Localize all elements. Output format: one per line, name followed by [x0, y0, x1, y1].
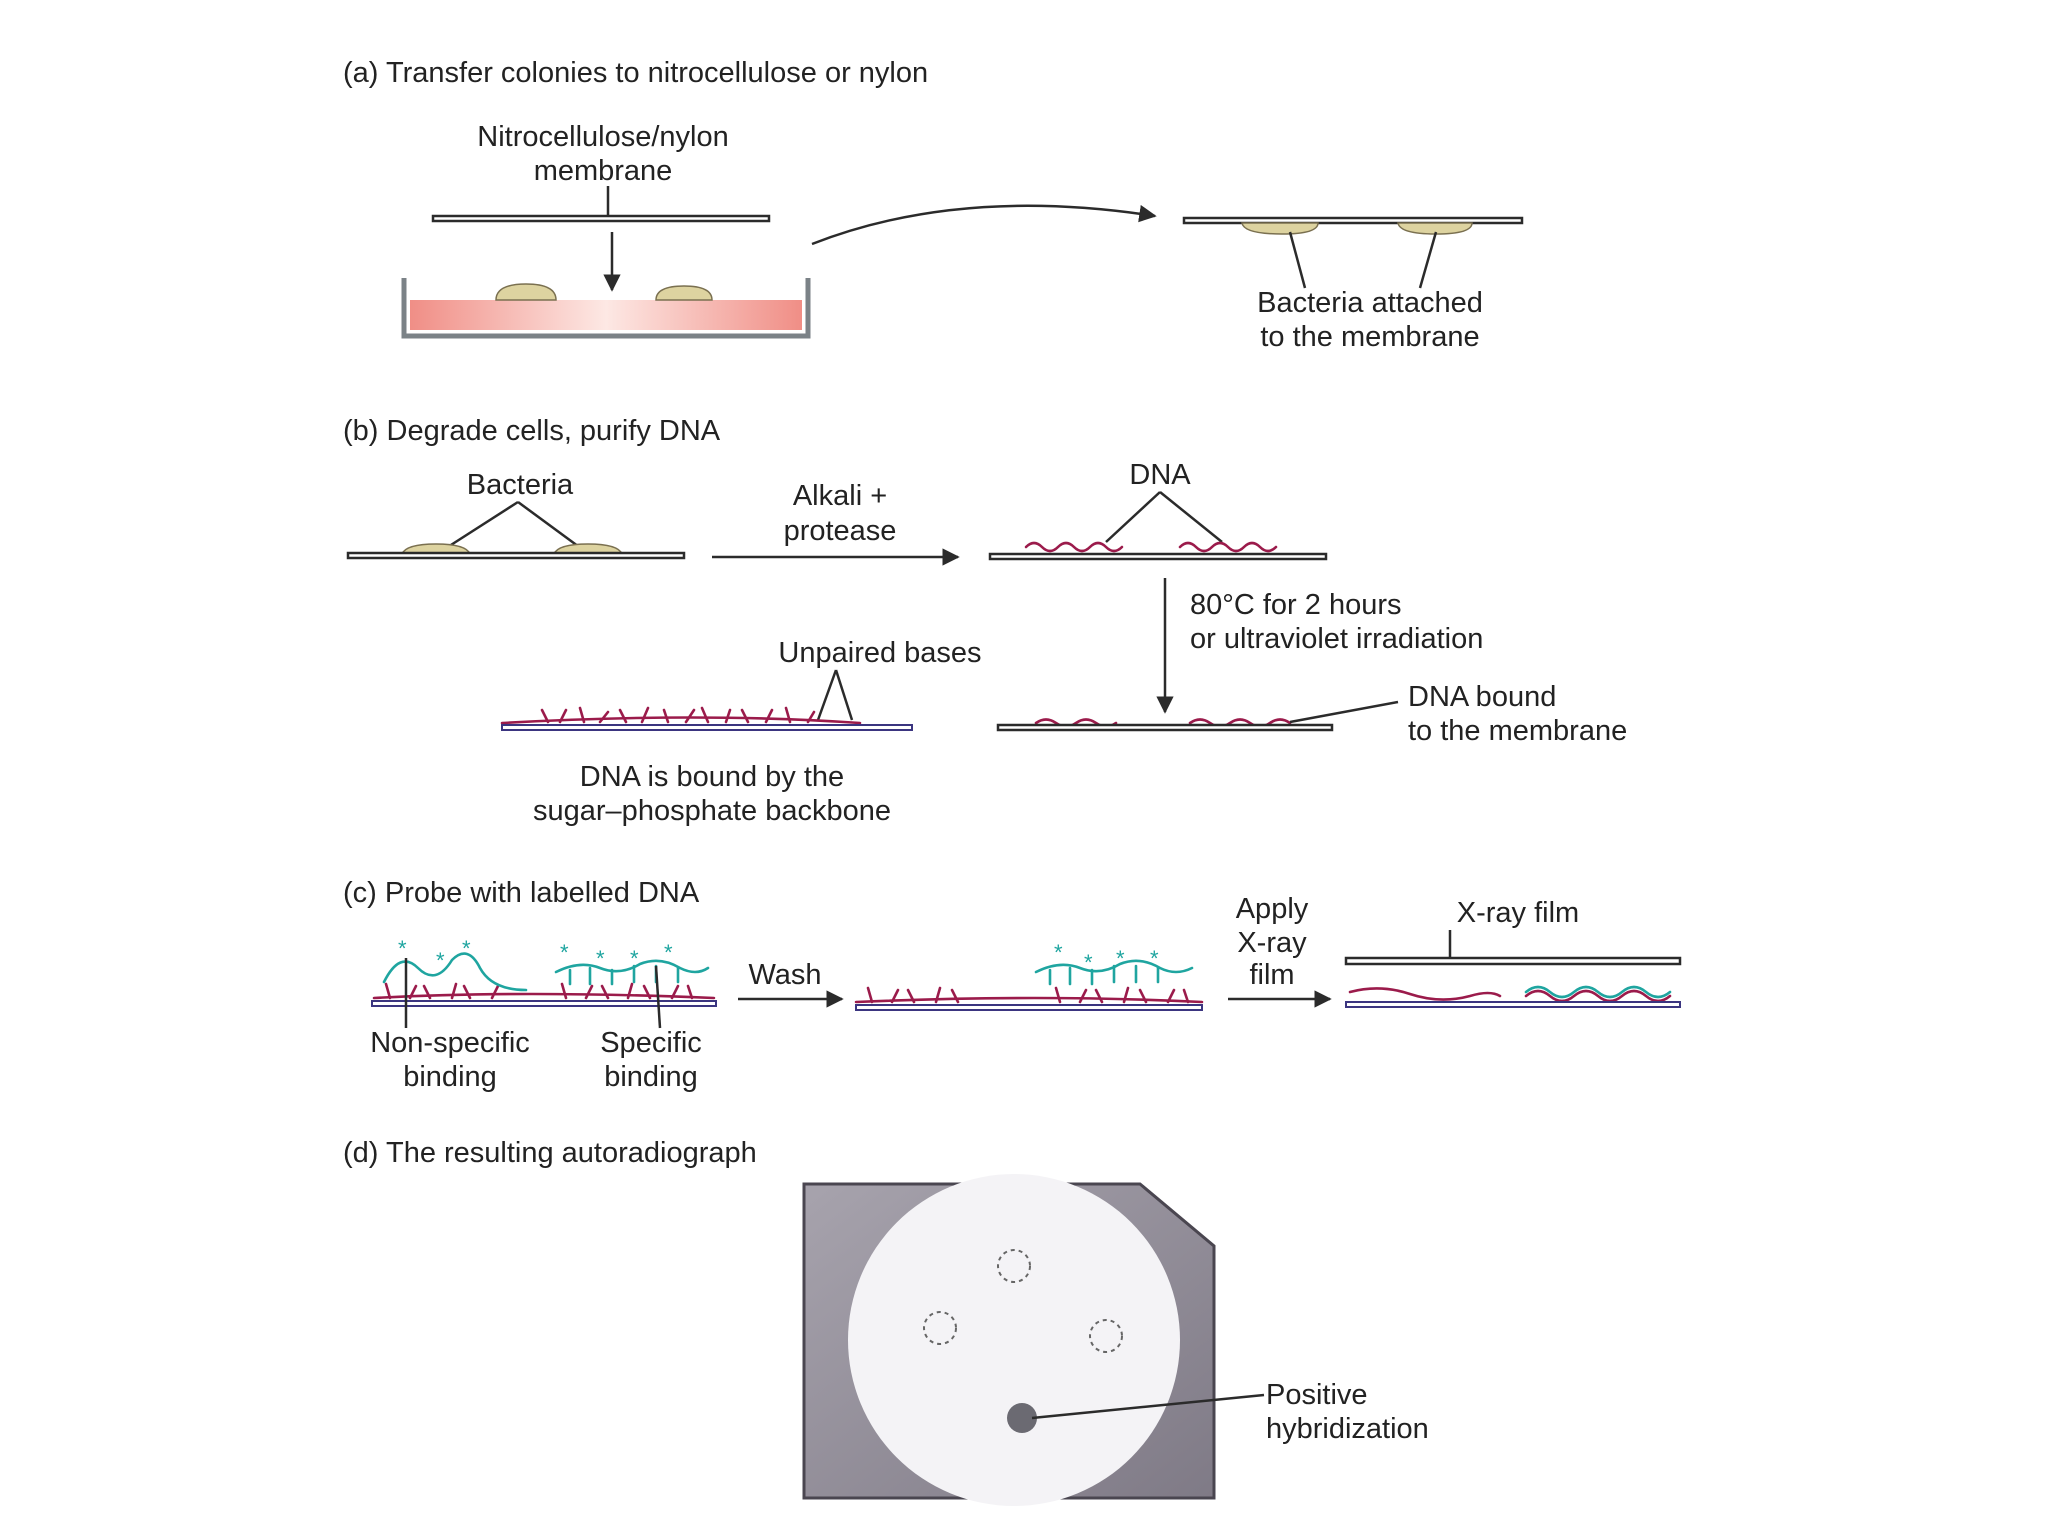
- positive-hybridization-spot: [1007, 1403, 1037, 1433]
- probe-label-star: *: [398, 936, 407, 961]
- bound-dna-label-line2: to the membrane: [1408, 715, 1627, 747]
- unpaired-bases-label: Unpaired bases: [778, 637, 981, 669]
- membrane-dna: [1348, 987, 1502, 1001]
- attached-bacteria: [1241, 222, 1319, 235]
- specific-label-line2: binding: [604, 1061, 698, 1093]
- bacteria-colony: [552, 543, 624, 555]
- unpaired-bases: [540, 706, 816, 724]
- membrane-with-bound-dna: [996, 723, 1334, 732]
- membrane-with-backbone: [501, 724, 913, 731]
- panel-b: (b) Degrade cells, purify DNA Bacteria A…: [343, 415, 1627, 827]
- probe-label-star: *: [1150, 946, 1159, 971]
- membrane-under-film: [1345, 1001, 1681, 1008]
- negative-colony-spot: [1089, 1319, 1123, 1353]
- positive-label-line1: Positive: [1266, 1379, 1368, 1411]
- panel-c-title: (c) Probe with labelled DNA: [343, 877, 700, 909]
- specific-leader: [654, 965, 662, 1029]
- dna-label-leader: [1105, 491, 1161, 543]
- panel-d: (d) The resulting autoradiograph Positiv…: [343, 1137, 1429, 1506]
- dna-label: DNA: [1129, 459, 1191, 491]
- bacteria-attached-label-line1: Bacteria attached: [1257, 287, 1483, 319]
- unpaired-leader: [816, 669, 838, 721]
- hybridized-probe: [1524, 985, 1672, 999]
- probe-label-star: *: [630, 946, 639, 971]
- membrane-dna: [372, 992, 716, 1000]
- specific-label-line1: Specific: [600, 1027, 702, 1059]
- probe-label-star: *: [1084, 950, 1093, 975]
- bacteria-leader: [1288, 231, 1307, 289]
- alkali-label-line1: Alkali +: [793, 480, 887, 512]
- probe-label-star: *: [560, 940, 569, 965]
- specific-probe-bases: [568, 964, 680, 986]
- membrane-label-line2: membrane: [534, 155, 673, 187]
- nonspecific-label-line1: Non-specific: [370, 1027, 530, 1059]
- specific-probe-bases: [1048, 964, 1160, 986]
- bacteria-label-leader: [517, 500, 587, 554]
- colony: [495, 283, 557, 301]
- transfer-arrow: [811, 204, 1157, 246]
- released-dna: [1024, 541, 1124, 553]
- bacteria-label-leader: [439, 500, 519, 554]
- probe-label-star: *: [664, 940, 673, 965]
- bake-label-line2: or ultraviolet irradiation: [1190, 623, 1483, 655]
- bake-label-line1: 80°C for 2 hours: [1190, 589, 1401, 621]
- membrane-above-plate: [431, 214, 771, 223]
- panel-c: (c) Probe with labelled DNA * * * * * * …: [343, 877, 1682, 1093]
- specific-probe: [554, 959, 710, 974]
- panel-a: (a) Transfer colonies to nitrocellulose …: [343, 57, 1524, 353]
- agar-medium: [410, 300, 802, 330]
- backbone-label-line1: DNA is bound by the: [580, 761, 844, 793]
- dna-label-leader: [1159, 491, 1223, 543]
- colony: [655, 285, 713, 301]
- washed-membrane: [855, 1004, 1203, 1011]
- bacteria-label: Bacteria: [467, 469, 574, 501]
- dish-wall: [401, 278, 811, 339]
- membrane-with-bacteria-b: [346, 551, 686, 560]
- membrane-with-bacteria: [1182, 216, 1524, 225]
- unpaired-leader: [834, 669, 854, 721]
- backbone-label-line2: sugar–phosphate backbone: [533, 795, 891, 827]
- wash-label: Wash: [748, 959, 821, 991]
- nonspecific-label-line2: binding: [403, 1061, 497, 1093]
- bacteria-leader: [1418, 231, 1438, 289]
- xray-film-label: X-ray film: [1457, 897, 1579, 929]
- petri-dish: [401, 278, 811, 339]
- nonspecific-probe: [382, 952, 528, 992]
- bacteria-attached-label-line2: to the membrane: [1260, 321, 1479, 353]
- apply-label-line3: film: [1249, 959, 1294, 991]
- released-dna: [1178, 541, 1278, 553]
- bound-backbone: [500, 716, 862, 725]
- panel-d-title: (d) The resulting autoradiograph: [343, 1137, 757, 1169]
- apply-label-line1: Apply: [1236, 893, 1309, 925]
- positive-leader: [1031, 1393, 1265, 1420]
- bacteria-colony: [400, 543, 472, 555]
- bound-dna: [1188, 718, 1292, 728]
- positive-label-line2: hybridization: [1266, 1413, 1429, 1445]
- bound-dna-label-line1: DNA bound: [1408, 681, 1556, 713]
- panel-b-title: (b) Degrade cells, purify DNA: [343, 415, 721, 447]
- membrane-label-line1: Nitrocellulose/nylon: [477, 121, 728, 153]
- membrane-dna: [854, 996, 1204, 1004]
- membrane-with-dna: [988, 552, 1328, 561]
- membrane-dna-bases: [866, 986, 1190, 1004]
- probe-label-star: *: [1054, 940, 1063, 965]
- panel-a-title: (a) Transfer colonies to nitrocellulose …: [343, 57, 928, 89]
- probe-label-star: *: [462, 936, 471, 961]
- probe-label-star: *: [1116, 946, 1125, 971]
- specific-probe: [1034, 959, 1194, 974]
- probe-label-star: *: [596, 946, 605, 971]
- apply-label-line2: X-ray: [1237, 927, 1307, 959]
- negative-colony-spot: [923, 1311, 957, 1345]
- negative-colony-spot: [997, 1249, 1031, 1283]
- xray-film: [1344, 956, 1682, 966]
- probe-label-star: *: [436, 948, 445, 973]
- bound-dna-leader: [1289, 700, 1399, 724]
- probed-membrane: [371, 1000, 717, 1007]
- membrane-dna-bases: [384, 982, 694, 1000]
- filter-disc: [848, 1174, 1180, 1506]
- alkali-label-line2: protease: [784, 515, 897, 547]
- membrane-dna: [1524, 989, 1672, 1003]
